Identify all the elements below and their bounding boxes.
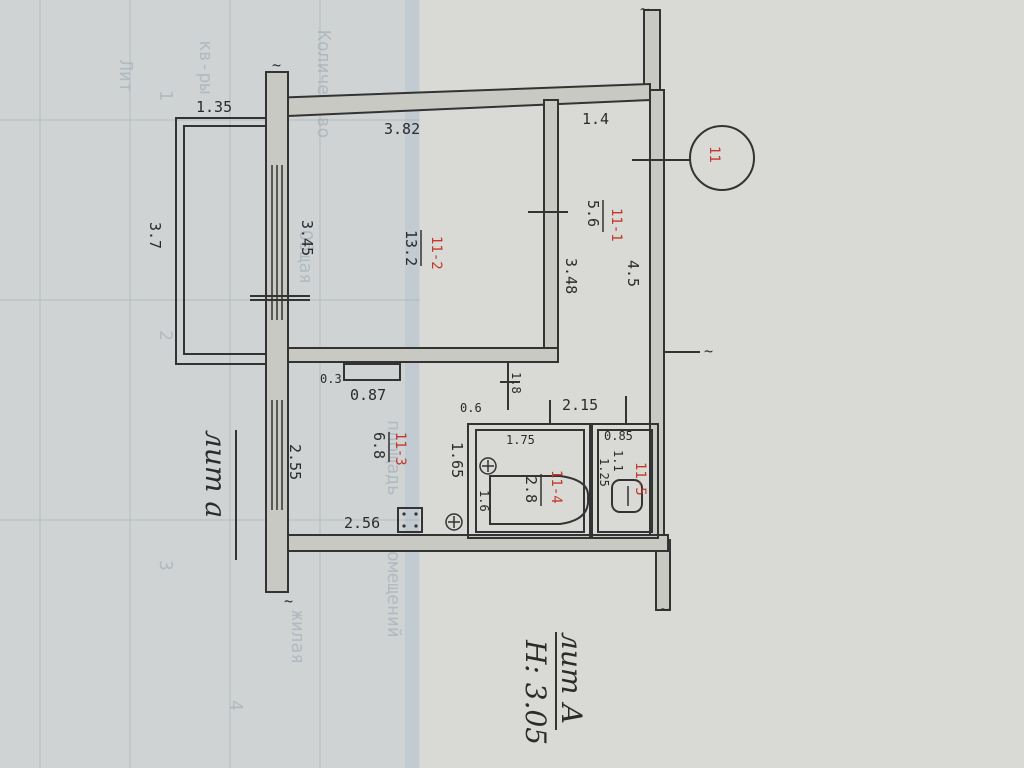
windows <box>271 165 283 510</box>
form-grid <box>0 0 420 768</box>
wc-inner <box>597 429 653 533</box>
form-text: Количество Общая площадь помещений жилая… <box>115 30 404 711</box>
dim-1-35: 1.35 <box>196 98 232 116</box>
form-text-2: Общая <box>295 230 316 284</box>
room-11-3-area: 6.8 <box>370 432 388 459</box>
door-marks <box>250 159 700 424</box>
form-text-1: Количество <box>313 30 334 138</box>
room-11-5-id: 11-5 <box>632 462 648 496</box>
form-text-8: 1 <box>155 90 176 101</box>
dim-1-65: 1.65 <box>448 442 466 478</box>
dim-1-4: 1.4 <box>582 110 609 128</box>
form-text-4: помещений <box>383 540 404 638</box>
dim-1-6: 1.6 <box>477 490 491 512</box>
svg-text:~: ~ <box>272 56 281 74</box>
toilet <box>611 479 643 513</box>
drain-icon <box>479 457 497 475</box>
form-text-5: жилая <box>287 610 308 664</box>
room-11-1-id: 11-1 <box>608 208 624 242</box>
dim-1-8: 1.8 <box>509 372 523 394</box>
ceiling-height: H: 3.05 <box>519 639 552 745</box>
dim-3-45: 3.45 <box>298 220 316 256</box>
bathtub <box>489 475 590 525</box>
room-11-2-id: 11-2 <box>428 236 444 270</box>
bathroom-inner <box>475 429 585 533</box>
form-text-9: 2 <box>155 330 176 341</box>
dim-1-75: 1.75 <box>506 433 535 447</box>
litera-right: лит А <box>555 632 588 725</box>
dim-3-48: 3.48 <box>562 258 580 294</box>
wall-partition-1 <box>543 99 559 363</box>
form-area <box>0 0 420 768</box>
dim-0-87: 0.87 <box>350 386 386 404</box>
room-11-3-id: 11-3 <box>392 432 408 466</box>
dim-0-6: 0.6 <box>460 401 482 415</box>
dim-0-85: 0.85 <box>604 429 633 443</box>
stove <box>397 507 423 533</box>
form-text-10: 3 <box>155 560 176 571</box>
bathroom-wall <box>467 423 591 539</box>
room-11-1-area: 5.6 <box>584 200 602 227</box>
dim-2-15: 2.15 <box>562 396 598 414</box>
dim-0-3: 0.3 <box>320 372 342 386</box>
dim-1-1: 1.1 <box>611 450 625 472</box>
form-stripe <box>405 0 419 768</box>
dim-3-7: 3.7 <box>146 222 164 249</box>
dimension-labels: 1.35 3.82 1.4 3.45 3.7 3.48 4.5 1.8 0.3 … <box>146 98 642 532</box>
form-text-6: Лит <box>115 60 136 93</box>
room-11-5-area: 1.25 <box>597 458 611 487</box>
svg-text:~: ~ <box>640 0 649 18</box>
room-11-4-id: 11-4 <box>548 470 564 504</box>
apartment-number-circle <box>689 125 755 191</box>
room-11-2-area: 13.2 <box>402 230 420 266</box>
dim-3-82: 3.82 <box>384 120 420 138</box>
fixtures <box>343 363 643 533</box>
form-text-7: кв-ры <box>195 40 216 94</box>
wall-left <box>265 71 289 593</box>
room-11-4-area: 2.8 <box>522 476 540 503</box>
dim-4-5: 4.5 <box>624 260 642 287</box>
wall-partition-2 <box>287 347 559 363</box>
litera-left: лит а <box>199 430 232 518</box>
form-text-11: 4 <box>225 700 246 711</box>
dim-2-56: 2.56 <box>344 514 380 532</box>
svg-text:~: ~ <box>660 600 669 618</box>
balcony-wall <box>175 117 267 365</box>
svg-text:~: ~ <box>284 592 293 610</box>
vent-icon <box>445 513 463 531</box>
svg-text:~: ~ <box>704 342 713 360</box>
dim-2-55: 2.55 <box>286 444 304 480</box>
apartment-number: 11 <box>706 146 722 163</box>
sink <box>343 363 401 381</box>
break-marks: ~ ~ ~ ~ ~ <box>272 0 713 618</box>
room-labels: 11-1 5.6 11-2 13.2 11-3 6.8 11-4 2.8 11-… <box>370 200 648 506</box>
